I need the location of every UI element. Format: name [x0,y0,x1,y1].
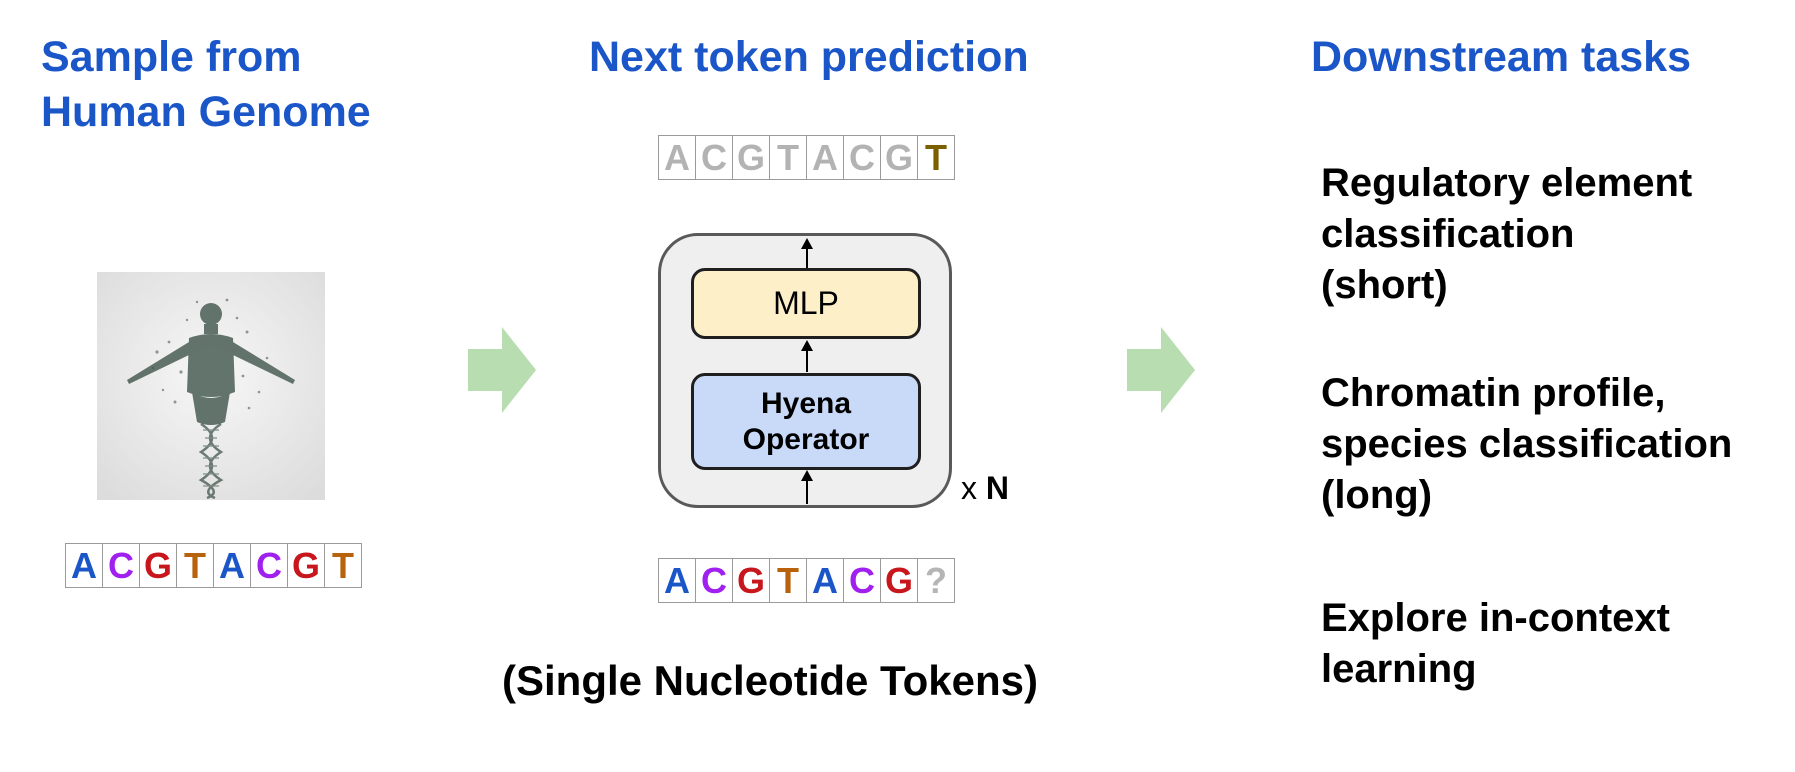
nucleotide-cell: A [65,543,103,588]
nucleotide-cell: T [769,135,807,180]
nucleotide-cell: G [880,558,918,603]
nucleotide-cell: C [695,135,733,180]
nucleotide-cell: A [658,135,696,180]
nucleotide-cell: T [324,543,362,588]
repeat-prefix: x [961,470,977,506]
flow-arrow-right-icon [1127,327,1195,413]
nucleotide-cell: C [843,558,881,603]
flow-arrow-right-icon [468,327,536,413]
hyena-label-line-1: Hyena [760,386,852,420]
title-downstream-tasks: Downstream tasks [1311,33,1691,81]
nucleotide-cell: G [732,135,770,180]
nucleotide-cell: T [176,543,214,588]
flow-arrow-shape [1127,327,1195,413]
hyena-operator-block: Hyena Operator [691,373,921,470]
task-line: (long) [1321,473,1433,517]
title-next-token-prediction: Next token prediction [589,33,1029,81]
nucleotide-cell: G [732,558,770,603]
mlp-label: MLP [773,285,839,321]
unknown-nucleotide-cell: ? [917,558,955,603]
arrow-up-icon [801,470,813,504]
predicted-nucleotide-cell: T [917,135,955,180]
task-line: Chromatin profile, [1321,371,1666,415]
nucleotide-cell: A [658,558,696,603]
title-line-1: Sample from [41,33,302,81]
task-line: learning [1321,647,1477,691]
nucleotide-cell: A [213,543,251,588]
caption-single-nucleotide-tokens: (Single Nucleotide Tokens) [502,657,1038,704]
arrow-up-icon [801,238,813,270]
task-line: classification [1321,212,1575,256]
task-line: Regulatory element [1321,161,1693,205]
arrow-up-icon [801,340,813,372]
nucleotide-cell: C [250,543,288,588]
task-regulatory-element: Regulatory element classification (short… [1321,158,1692,311]
nucleotide-cell: G [139,543,177,588]
task-line: species classification [1321,422,1733,466]
repeat-count: N [985,470,1009,506]
human-genome-figure-icon [97,272,325,500]
nucleotide-cell: G [880,135,918,180]
nucleotide-cell: A [806,135,844,180]
task-line: (short) [1321,263,1448,307]
nucleotide-cell: C [843,135,881,180]
output-sequence: A C G T A C G T [658,135,955,180]
nucleotide-cell: C [695,558,733,603]
nucleotide-cell: A [806,558,844,603]
title-line-2: Human Genome [41,88,371,136]
prompt-sequence: A C G T A C G ? [658,558,955,603]
task-in-context-learning: Explore in-context learning [1321,593,1670,695]
nucleotide-cell: T [769,558,807,603]
nucleotide-cell: G [287,543,325,588]
nucleotide-cell: C [102,543,140,588]
repeat-count-label: x N [961,468,1009,508]
title-sample-from-human-genome: Sample from Human Genome [41,30,371,140]
hyena-label-line-2: Operator [742,422,870,456]
task-chromatin-profile: Chromatin profile, species classificatio… [1321,368,1732,521]
task-line: Explore in-context [1321,596,1670,640]
input-sequence: A C G T A C G T [65,543,362,588]
flow-arrow-shape [468,327,536,413]
mlp-block: MLP [691,268,921,339]
